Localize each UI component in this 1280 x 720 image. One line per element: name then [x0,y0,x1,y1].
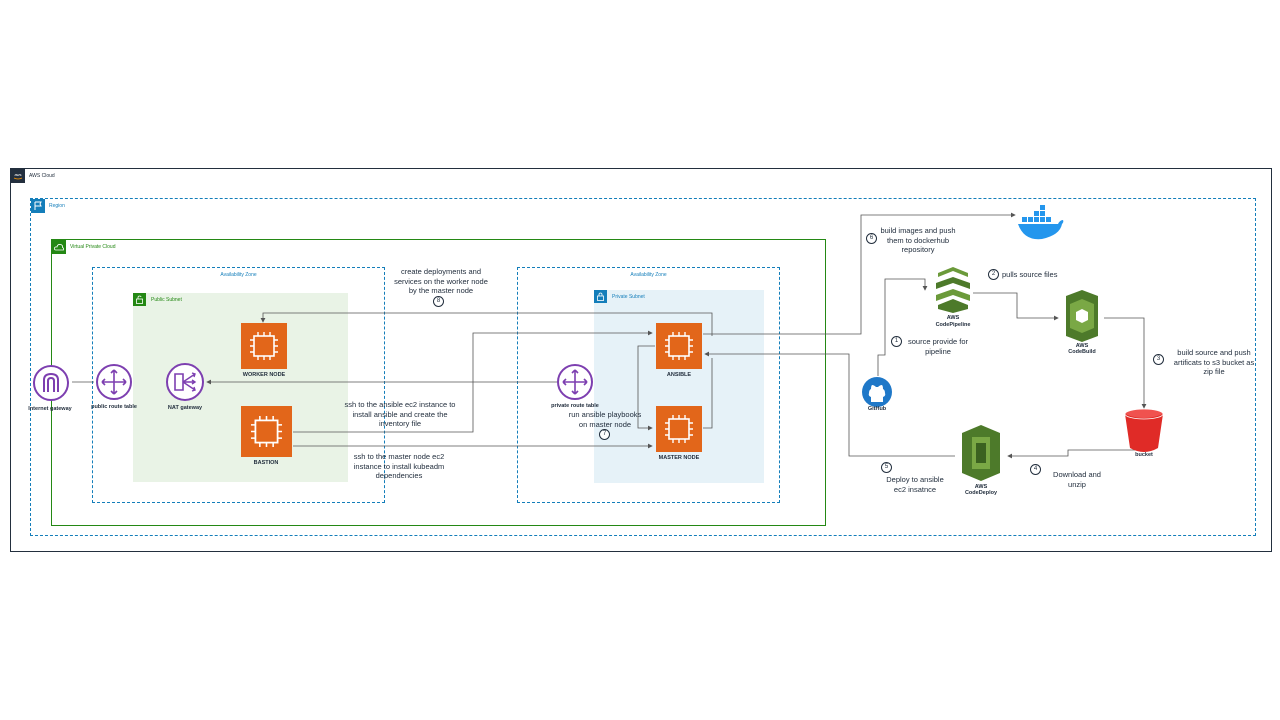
public-route-table-label: public route table [91,404,137,410]
master-node-ec2-icon [656,406,702,452]
aws-logo-icon: aws [11,169,25,183]
codebuild-label-1: AWS [1075,343,1089,349]
lock-icon [594,290,607,303]
note-6-line-1: build images and push [880,226,956,235]
note-1-line-2: pipeline [925,346,951,356]
step-6-badge: 6 [866,233,877,244]
codedeploy-label-2: CodeDeploy [964,490,998,496]
note-ssh-master: ssh to the master node ec2 instance to i… [354,452,444,481]
private-route-table-icon [556,363,594,406]
note-step-8: create deployments and services on the w… [394,267,488,296]
ssh-ansible-line-1: ssh to the ansible ec2 instance to [344,400,456,409]
codebuild-label-2: CodeBuild [1068,349,1096,355]
note-step-4: Download and unzip [1053,470,1101,489]
note-step-1: source provide for pipeline [908,337,968,356]
worker-node-ec2-icon [241,323,287,369]
nat-gateway-label: NAT gateway [167,405,203,411]
master-node-label: MASTER NODE [658,455,700,461]
step-3-badge: 3 [1153,354,1164,365]
step-5-badge: 5 [881,462,892,473]
note-5-line-2: ec2 insatnce [893,484,937,494]
bastion-ec2-icon [241,406,292,457]
internet-gateway-label: Internet gateway [28,406,72,412]
note-3-line-3: zip file [1203,367,1225,376]
note-6-line-3: repository [901,245,935,254]
master-to-ansible-line [703,358,713,429]
note-7-line-2: on master node [578,419,632,429]
codepipeline-icon [932,265,974,318]
codepipeline-label-2: CodePipeline [935,322,971,328]
docker-icon [1016,205,1066,248]
region-group: Region [30,198,1256,536]
private-route-table-label: private route table [551,403,599,409]
step-1-badge: 1 [891,336,902,347]
note-3-line-1: build source and push [1177,348,1251,357]
s3-bucket-icon [1123,408,1165,459]
bucket-to-deploy-line [1007,449,1144,459]
public-subnet-label: Public Subnet [151,297,182,303]
note-8-line-3: by the master node [408,286,474,295]
note-4-line-1: Download and [1053,470,1101,479]
worker-node-label: WORKER NODE [242,372,286,378]
step-7-badge: 7 [599,429,610,440]
note-3-line-2: artificats to s3 bucket as [1173,357,1255,367]
github-label: GitHub [867,406,887,412]
availability-zone-left: Availability Zone [92,267,385,503]
note-step-6: build images and push them to dockerhub … [880,226,955,255]
nat-gateway-icon [165,362,205,407]
note-1-line-1: source provide for [907,337,969,346]
private-subnet-label: Private Subnet [612,294,645,300]
ansible-label: ANSIBLE [666,372,692,378]
note-5-line-1: Deploy to ansible [886,475,944,484]
note-step-7: run ansible playbooks on master node [569,410,642,429]
az-right-label: Availability Zone [630,272,667,278]
step-4-badge: 4 [1030,464,1041,475]
note-4-line-2: unzip [1068,479,1086,489]
bastion-label: BASTION [253,460,279,466]
codedeploy-icon [958,425,1004,486]
unlock-icon [133,293,146,306]
aws-cloud-label: AWS Cloud [29,173,55,179]
ansible-to-master-line [637,345,655,431]
github-to-pipeline-line [877,278,928,376]
note-8-line-1: create deployments and [400,267,482,276]
route-table-icon [95,363,133,406]
cloud-icon [52,240,66,254]
step-8-badge: 8 [433,296,444,307]
internet-gateway-icon [32,364,70,407]
bucket-label: bucket [1135,452,1153,458]
github-icon [861,376,893,413]
ssh-master-line-2: instance to install kubeadm [353,461,445,471]
availability-zone-right: Availability Zone [517,267,780,503]
note-step-3: build source and push artificats to s3 b… [1174,348,1254,377]
flag-icon [31,199,45,213]
note-step-5: Deploy to ansible ec2 insatnce [886,475,944,494]
ansible-ec2-icon [656,323,702,369]
deploy-to-ansible-line [704,351,955,457]
ansible-to-worker-line [260,312,713,336]
note-ssh-ansible: ssh to the ansible ec2 instance to insta… [345,400,456,429]
pipeline-to-build-line [973,292,1059,321]
build-to-bucket-line [1104,317,1147,409]
az-left-label: Availability Zone [220,272,257,278]
ansible-to-docker-line [703,212,1016,335]
ssh-ansible-line-2: install ansible and create the [352,409,448,419]
note-6-line-2: them to dockerhub [886,235,950,245]
ssh-master-line-3: dependencies [375,471,423,480]
bastion-to-ansible-line [293,330,653,433]
svg-text:aws: aws [14,172,21,177]
aws-cloud-group: aws AWS Cloud [10,168,1272,552]
note-step-2: pulls source files [1002,270,1058,279]
vpc-label: Virtual Private Cloud [70,244,116,250]
step-2-badge: 2 [988,269,999,280]
ssh-master-line-1: ssh to the master node ec2 [353,452,445,461]
note-8-line-2: services on the worker node [394,276,488,286]
codepipeline-label-1: AWS [946,315,960,321]
region-label: Region [49,203,65,209]
codedeploy-label-1: AWS [974,484,988,490]
note-7-line-1: run ansible playbooks [568,410,642,419]
codebuild-icon [1060,290,1104,347]
ssh-ansible-line-3: inventory file [378,419,422,428]
